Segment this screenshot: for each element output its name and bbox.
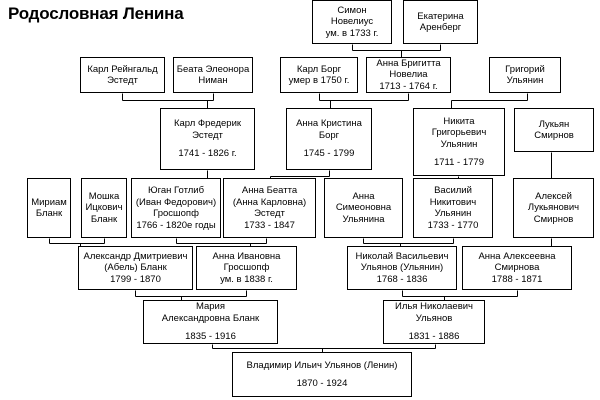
person-text-line: Симеоновна bbox=[335, 202, 392, 214]
person-text-line: Новелиус bbox=[330, 16, 374, 28]
person-text-line: Николай Васильевич bbox=[355, 250, 449, 262]
person-text-line: Ульянин bbox=[440, 138, 478, 150]
person-text-line: Симон bbox=[337, 4, 367, 16]
person-text-line: Смирнова bbox=[494, 262, 540, 274]
person-text-line: Александровна Бланк bbox=[161, 312, 260, 324]
person-text-line: Беата Элеонора bbox=[176, 63, 250, 75]
person-text-line: Владимир Ильич Ульянов (Ленин) bbox=[246, 359, 398, 371]
person-text-line: Мария bbox=[195, 301, 226, 313]
person-text-line: Анна Ивановна bbox=[212, 250, 281, 262]
person-text-line: 1745 - 1799 bbox=[303, 148, 355, 160]
person-text-line: Григорьевич bbox=[431, 127, 487, 138]
page-title: Родословная Ленина bbox=[8, 4, 184, 23]
person-text-line: 1788 - 1871 bbox=[491, 273, 543, 285]
person-text-line: Гросшопф bbox=[223, 262, 270, 274]
person-text-line: Эстедт bbox=[254, 208, 285, 219]
person-text-line: Ульянин bbox=[434, 208, 472, 219]
person-text-line: 1741 - 1826 г. bbox=[178, 148, 237, 160]
person-text-line: Эстедт bbox=[107, 75, 138, 86]
person-text-line: Борг bbox=[318, 129, 340, 141]
person-text-line: Смирнов bbox=[533, 213, 574, 225]
person-text-line: Бланк bbox=[90, 213, 118, 225]
person-text-line: ум. в 1733 г. bbox=[325, 27, 379, 39]
person-text-line: Юган Готлиб bbox=[147, 185, 205, 196]
person-text-line: Алексей bbox=[535, 190, 572, 202]
person-text-line: Григорий bbox=[505, 63, 545, 75]
person-text-line: 1870 - 1924 bbox=[296, 378, 348, 389]
person-text-line: Ицкович bbox=[85, 202, 123, 214]
person-text-line: Эстедт bbox=[192, 129, 223, 141]
person-text-line: (Абель) Бланк bbox=[104, 262, 167, 274]
person-text-line: Ульянин bbox=[506, 75, 544, 86]
person-text-line: Мошка bbox=[88, 190, 120, 202]
person-text-line: 1733 - 1770 bbox=[427, 219, 479, 231]
person-text-line: Ниман bbox=[198, 75, 228, 86]
person-text-line: Бланк bbox=[35, 208, 63, 219]
person-text-line: 1733 - 1847 bbox=[244, 219, 295, 231]
person-text-line: 1835 - 1916 bbox=[185, 331, 236, 343]
person-text-line: Ульянов bbox=[415, 312, 453, 324]
person-text-line: Новелиа bbox=[389, 69, 428, 81]
person-text-line: Илья Николаевич bbox=[394, 301, 474, 313]
person-text-line: 1766 - 1820е годы bbox=[136, 219, 216, 231]
person-text-line: 1768 - 1836 bbox=[376, 273, 428, 285]
person-text-line: 1799 - 1870 bbox=[110, 273, 161, 285]
person-text-line: Екатерина bbox=[417, 10, 464, 22]
person-text-line: Ульянина bbox=[342, 213, 385, 225]
person-text-line: Гросшопф bbox=[153, 208, 199, 219]
person-text-line: Никита bbox=[443, 115, 475, 127]
person-text-line: Анна Алексеевна bbox=[478, 250, 556, 262]
person-text-line: 1711 - 1779 bbox=[433, 157, 484, 168]
person-text-line: (Иван Федорович) bbox=[135, 196, 217, 208]
person-text-line: Никитович bbox=[429, 196, 477, 208]
person-text-line: Аренберг bbox=[419, 22, 462, 33]
person-text-line: Анна bbox=[352, 190, 375, 202]
person-text-line: Василий bbox=[434, 185, 472, 196]
person-text-line: 1831 - 1886 bbox=[408, 331, 460, 343]
person-text-line: Карл Рейнгальд bbox=[87, 63, 158, 75]
person-text-line: Карл Борг bbox=[296, 63, 342, 75]
person-text-line: 1713 - 1764 г. bbox=[379, 80, 438, 92]
person-text-line: Анна Беатта bbox=[241, 185, 298, 196]
person-text-line: Анна Кристина bbox=[296, 118, 362, 130]
person-text-line: Александр Дмитриевич bbox=[83, 250, 188, 262]
person-text-line: (Анна Карловна) bbox=[232, 196, 307, 208]
person-text-line: Смирнов bbox=[534, 130, 574, 141]
person-text-line: Лукьян bbox=[538, 118, 570, 130]
person-text-line: умер в 1750 г. bbox=[288, 75, 350, 86]
person-text-line: Карл Фредерик bbox=[173, 118, 242, 130]
person-text-line: ум. в 1838 г. bbox=[220, 273, 273, 285]
person-text-line: Анна Бригитта bbox=[376, 57, 441, 69]
person-box-vladimir: Владимир Ильич Ульянов (Ленин) 1870 - 192… bbox=[232, 352, 412, 397]
person-text-line: Лукьянович bbox=[527, 202, 580, 214]
person-text-line: Мириам bbox=[31, 196, 67, 208]
person-text-line: Ульянов (Ульянин) bbox=[360, 262, 444, 274]
